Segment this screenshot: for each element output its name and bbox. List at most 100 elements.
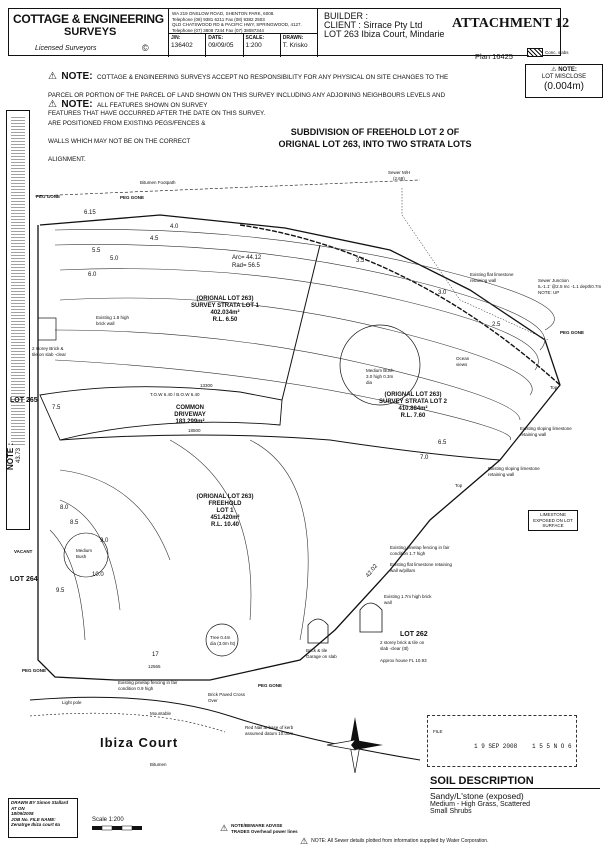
note2-text: ALL FEATURES SHOWN ON SURVEY ARE POSITIO… bbox=[48, 102, 208, 163]
note-responsibility: ⚠ NOTE: COTTAGE & ENGINEERING SURVEYS AC… bbox=[48, 66, 468, 120]
stamp-code: 1 5 5 N O 6 bbox=[532, 743, 572, 750]
title-line-1: SUBDIVISION OF FREEHOLD LOT 2 OF bbox=[290, 127, 460, 137]
power-lines-text: NOTE/BEWARE ADVISE TRADES Overhead power… bbox=[231, 823, 298, 834]
lot1-line-a: (ORIGNAL LOT 263) bbox=[196, 296, 254, 302]
house-right-label: 2 storey brick & tile on slab -clear (tt… bbox=[380, 640, 425, 651]
brick-wall-18-label: Existing 1.8 high brick wall bbox=[96, 315, 130, 326]
sewer-junction-detail: IL-1.1' @2.5 Inc -1.1 depth0.7m NOTE: UP bbox=[538, 284, 602, 295]
tow-bow-label: T.O.W 6.40 / B.O.W 6.40 bbox=[150, 392, 200, 397]
garage-label: Brick & tile Garage on slab bbox=[306, 648, 337, 659]
freehold-line-d: 451.420m² bbox=[210, 515, 240, 521]
address-line-2: Telephone (08) 9381 6211 Fax (08) 9382 2… bbox=[172, 16, 265, 22]
attachment-label: ATTACHMENT 12 bbox=[452, 16, 570, 31]
drive-line-c: 183.299m² bbox=[175, 419, 205, 425]
drawing-title: SUBDIVISION OF FREEHOLD LOT 2 OF ORIGNAL… bbox=[250, 126, 500, 150]
limestone-label: LIMESTONE EXPOSED ON LOT SURFACE bbox=[533, 512, 573, 528]
contour-6-5: 6.5 bbox=[438, 440, 447, 446]
peg-gone-label-3: PEG GONE bbox=[560, 330, 585, 335]
mountable-label: Mountable bbox=[150, 711, 172, 716]
misclose-box: ⚠ NOTE: LOT MISCLOSE (0.004m) bbox=[525, 64, 603, 98]
note-features: ⚠ NOTE: ALL FEATURES SHOWN ON SURVEY ARE… bbox=[48, 94, 208, 166]
house-right-shape bbox=[359, 602, 383, 633]
date-cell: DATE: 09/09/05 bbox=[206, 34, 244, 57]
address-line-3: QLD CHATSWOOD RD & PACIFIC HWY, SPRINGWO… bbox=[172, 22, 302, 27]
contour-5-0: 5.0 bbox=[110, 256, 119, 262]
builder-label: BUILDER : bbox=[324, 11, 369, 21]
driveway-label: COMMON DRIVEWAY 183.299m² bbox=[160, 405, 220, 426]
lot-line: LOT 263 Ibiza Court, Mindarie bbox=[324, 29, 445, 39]
road-name: Ibiza Court bbox=[100, 735, 179, 750]
medium-bush-detail: 3.0 high 0.3m dia bbox=[366, 374, 394, 385]
house-left-shape bbox=[37, 317, 57, 341]
house-right-detail: Approx house FL 10.93 bbox=[380, 658, 427, 663]
conc-slabs-text: Conc. slabs bbox=[545, 49, 569, 55]
note1-label: NOTE: bbox=[61, 71, 93, 82]
scale-cell: SCALE: 1:200 bbox=[244, 34, 281, 57]
contour-10-0: 10.0 bbox=[92, 572, 104, 578]
conc-slabs-legend: Conc. slabs bbox=[527, 48, 569, 57]
sewer-note-text: NOTE: All Sewer details plotted from inf… bbox=[311, 837, 489, 844]
garage-shape bbox=[307, 618, 329, 644]
licensed-surveyors: Licensed Surveyors bbox=[35, 45, 97, 52]
dim-43-73: 43.73 bbox=[16, 447, 22, 463]
dim-13300: 13300 bbox=[200, 383, 213, 388]
power-lines-note: ⚠ NOTE/BEWARE ADVISE TRADES Overhead pow… bbox=[220, 823, 301, 834]
dim-6-15: 6.15 bbox=[84, 210, 96, 216]
peg-gone-label: PEG GONE bbox=[36, 194, 61, 199]
top-label: Top bbox=[550, 385, 558, 390]
scale-value: 1:200 bbox=[245, 42, 262, 49]
date-label: DATE: bbox=[208, 35, 224, 41]
dim-18500: 18500 bbox=[188, 428, 201, 433]
contour-3-5: 3.5 bbox=[356, 258, 365, 264]
copyright-mark: © bbox=[142, 43, 149, 53]
file-stamp: FILE 1 9 SEP 2008 1 5 5 N O 6 bbox=[427, 715, 577, 767]
address-block: WA 219 ONSLOW ROAD, SHENTON PARK, 6008. … bbox=[172, 11, 322, 33]
contour-7-0: 7.0 bbox=[420, 455, 429, 461]
red-nail-label: Red Nail at base of kerb assumed datum 1… bbox=[245, 725, 294, 736]
brick-paved-label: Brick Paved Cross Over bbox=[208, 692, 246, 703]
ocean-views-label: Ocean views bbox=[456, 356, 470, 367]
drive-line-a: COMMON bbox=[176, 405, 204, 411]
fence-label-2: Existing pinelap fencing in fair conditi… bbox=[118, 680, 178, 691]
light-pole-label: Light pole bbox=[62, 700, 82, 705]
misclose-value: (0.004m) bbox=[543, 81, 584, 92]
drawn-line-2: AT ON bbox=[11, 805, 25, 811]
freehold-line-b: FREEHOLD bbox=[208, 501, 242, 507]
sewer-line bbox=[401, 188, 549, 341]
arc-boundary bbox=[239, 224, 561, 386]
client-line: CLIENT : Sirrace Pty Ltd bbox=[324, 20, 423, 30]
warning-icon: ⚠ bbox=[220, 823, 229, 833]
drawn-label: DRAWN: bbox=[282, 35, 304, 41]
contour-4-0: 4.0 bbox=[170, 224, 179, 230]
bush-circle-left bbox=[63, 532, 109, 578]
note2-label: NOTE: bbox=[61, 99, 93, 110]
house-left-label: 2 storey Brick & tile on slab -clear bbox=[32, 346, 67, 357]
road-kerb-2 bbox=[29, 712, 226, 733]
lot-262-label: LOT 262 bbox=[400, 631, 428, 638]
date-value: 09/09/05 bbox=[208, 42, 234, 49]
contour-9-0: 9.0 bbox=[100, 538, 109, 544]
bitumen-footpath-label: Bitumen Footpath bbox=[140, 180, 176, 185]
strata-lot-1-label: (ORIGNAL LOT 263) SURVEY STRATA LOT 1 40… bbox=[180, 296, 270, 324]
drawn-by-box: DRAWN BY Simon Stallard AT ON 18/09/2008… bbox=[8, 798, 78, 838]
drawn-line-1: DRAWN BY Simon Stallard bbox=[11, 800, 69, 805]
soil-title: SOIL DESCRIPTION bbox=[430, 775, 600, 789]
limestone-box: LIMESTONE EXPOSED ON LOT SURFACE bbox=[528, 510, 578, 531]
lot2-line-a: (ORIGNAL LOT 263) bbox=[384, 392, 442, 398]
rad-label: Rad= 56.5 bbox=[232, 263, 260, 269]
drawn-value: T. Krisko bbox=[282, 42, 308, 49]
footpath-line bbox=[34, 179, 421, 197]
address-line-4: Telephone (07) 3808 7244 Fax (07) 380873… bbox=[172, 27, 264, 33]
lot-265-label: LOT 265 bbox=[10, 397, 38, 404]
vacant-label: VACANT bbox=[14, 549, 33, 554]
driveway-outline bbox=[39, 386, 283, 441]
title-line-2: ORIGNAL LOT 263, INTO TWO STRATA LOTS bbox=[278, 139, 472, 149]
arc-label: Arc= 44.12 bbox=[232, 255, 262, 261]
soil-line-2: Medium - High Grass, Scattered bbox=[430, 801, 530, 808]
conc-slab-icon bbox=[527, 48, 543, 57]
address-line-1: WA 219 ONSLOW ROAD, SHENTON PARK, 6008. bbox=[172, 11, 275, 16]
title-block: COTTAGE & ENGINEERING SURVEYS Licensed S… bbox=[8, 8, 561, 57]
freehold-lot-label: (ORIGNAL LOT 263) FREEHOLD LOT 1 451.420… bbox=[185, 494, 265, 529]
peg-gone-label-2: PEG GONE bbox=[120, 195, 145, 200]
tree-label: Tree 0.4m dia (3.0m ht) bbox=[210, 635, 236, 646]
